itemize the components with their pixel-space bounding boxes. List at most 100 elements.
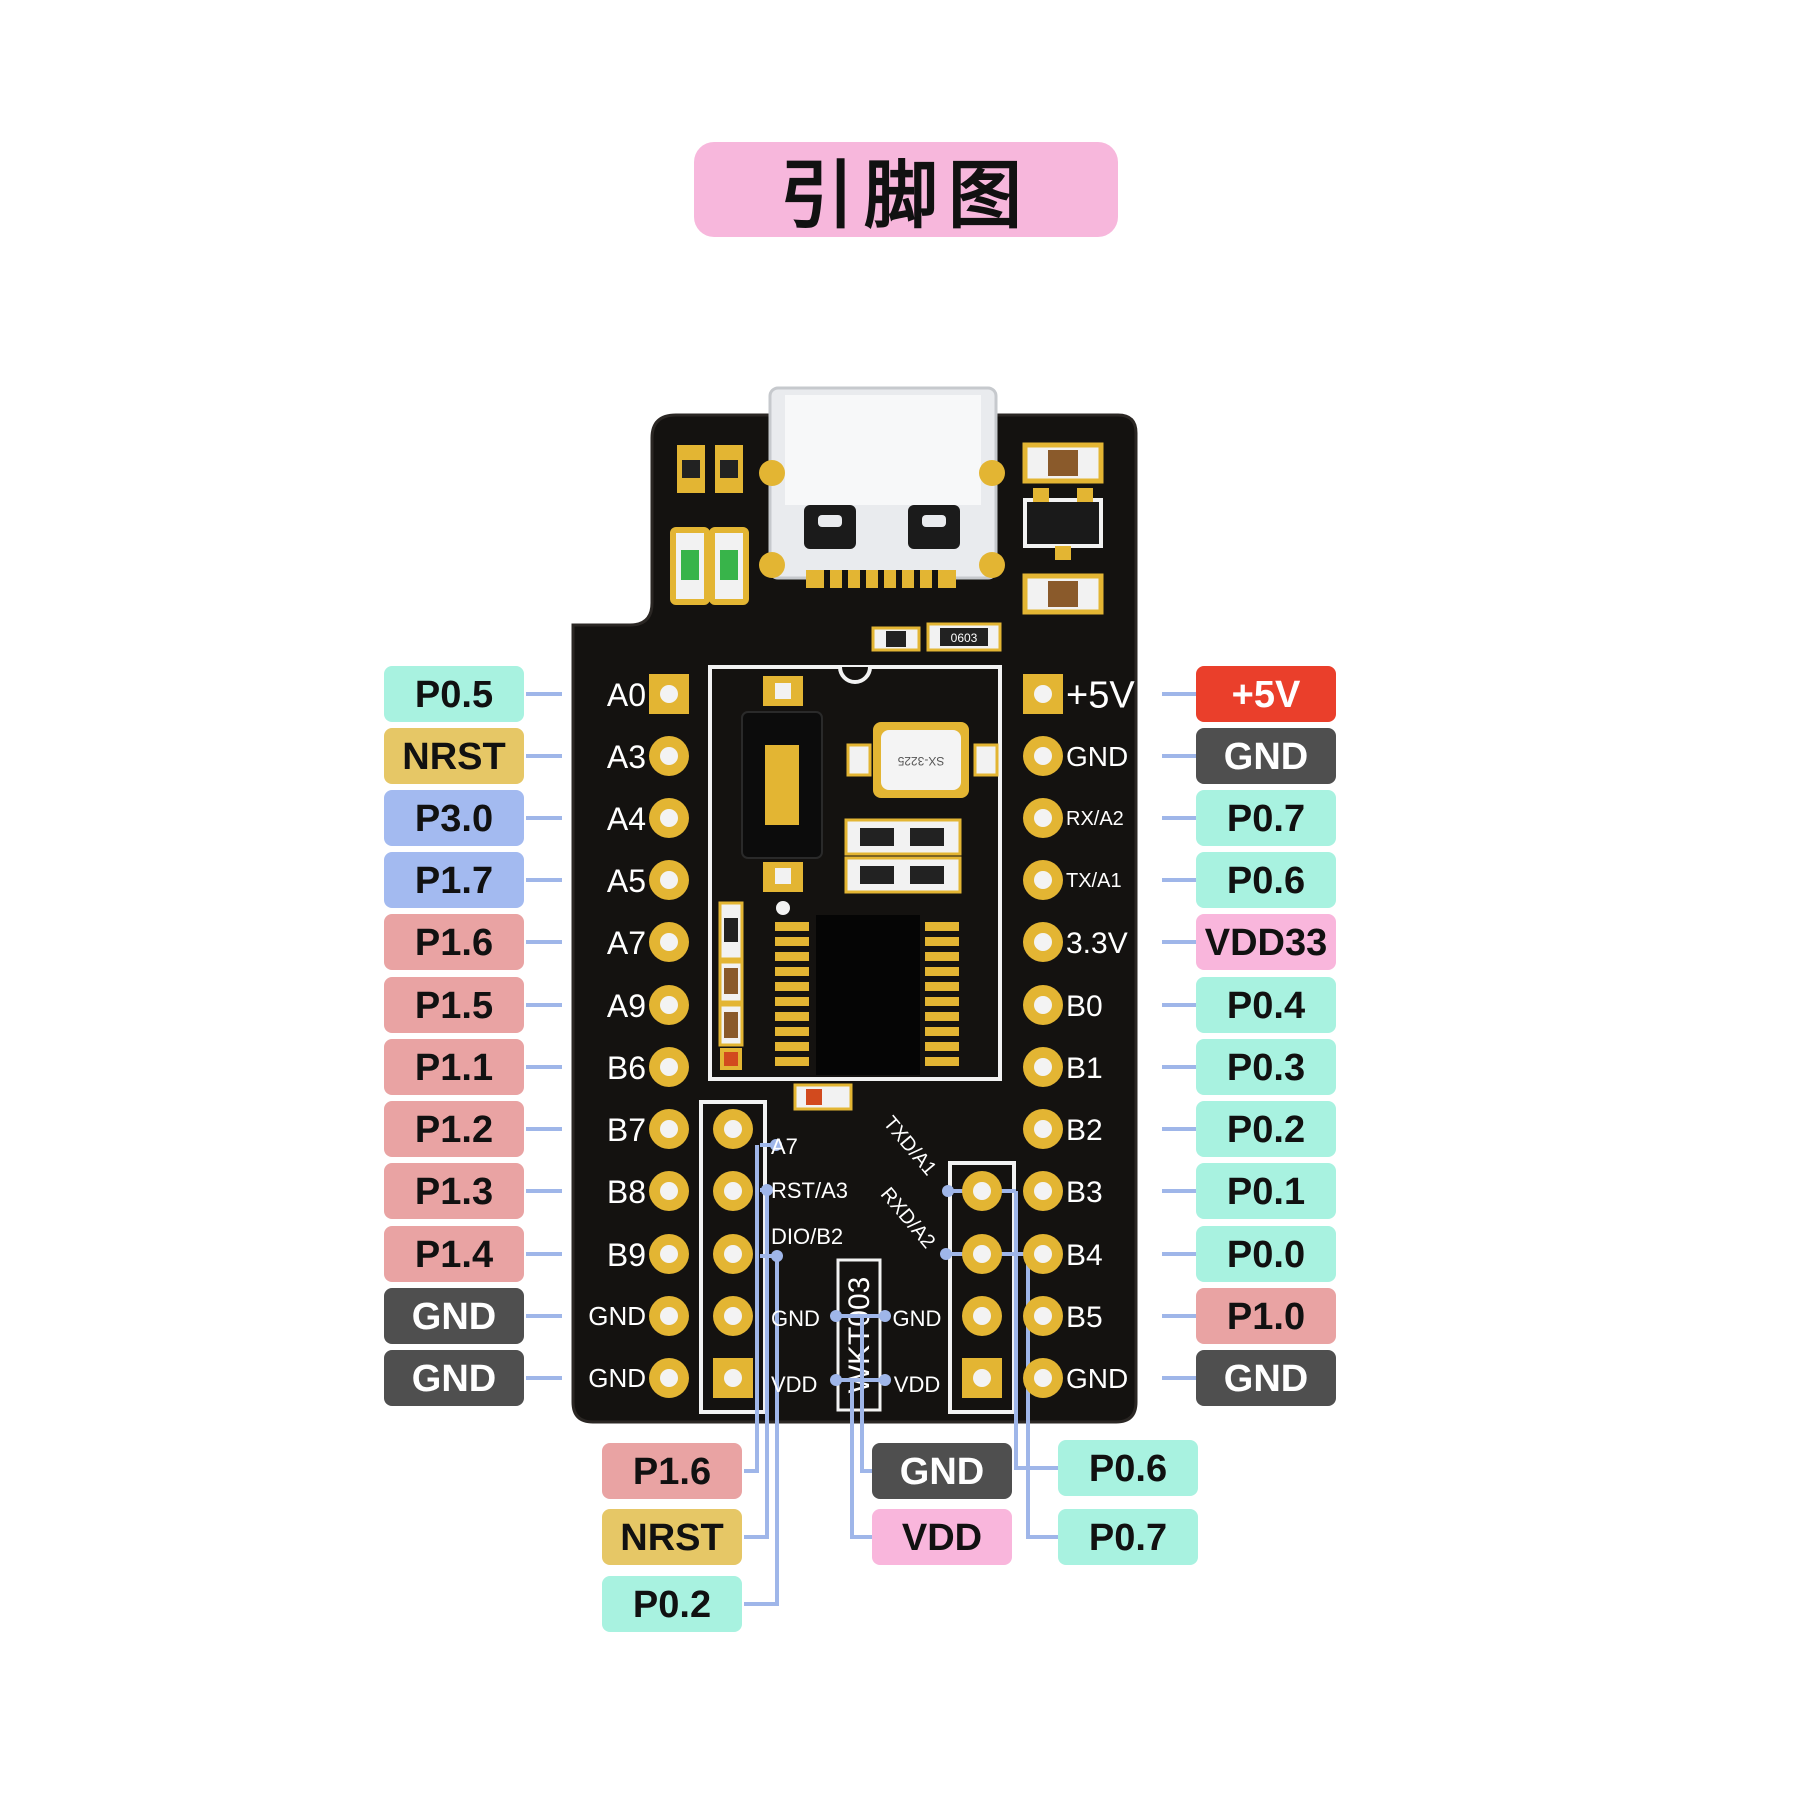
callout-gnd [860,1316,872,1473]
left-board-label-5: A9 [607,988,646,1024]
bottom-tag-3: GND [872,1443,1012,1499]
bottom-tag-2-bg [602,1576,742,1632]
left-board-label-2: A4 [607,801,646,837]
right-pin-9-hole [1034,1245,1052,1263]
left-tag-11: GND [384,1350,524,1406]
inner-right-pin-3-hole [973,1369,991,1387]
right-tag-2-bg [1196,790,1336,846]
right-tag-1-text: GND [1224,736,1308,778]
left-tag-9-bg [384,1226,524,1282]
right-board-label-0: +5V [1066,675,1135,717]
left-tag-1-text: NRST [402,736,505,778]
left-board-label-9: B9 [607,1237,646,1273]
callout-p16 [744,1145,759,1473]
bottom-tag-5: P0.6 [1058,1440,1198,1496]
right-tag-1-bg [1196,728,1336,784]
left-pin-2-hole [660,809,678,827]
left-tag-7-text: P1.2 [415,1109,493,1151]
top-left-resistors [677,445,743,493]
left-tag-9-text: P1.4 [415,1234,493,1276]
right-tag-5-bg [1196,977,1336,1033]
left-tag-5: P1.5 [384,977,524,1033]
inner-left-pin-1-hole [724,1182,742,1200]
bottom-tag-6-bg [1058,1509,1198,1565]
left-board-label-11: GND [588,1363,646,1393]
left-tag-2-text: P3.0 [415,798,493,840]
node-gnd [830,1310,842,1322]
left-tag-10-text: GND [412,1296,496,1338]
right-pin-0-hole [1034,685,1052,703]
left-pin-5-hole [660,996,678,1014]
bottom-tag-4: VDD [872,1509,1012,1565]
left-pin-6-hole [660,1058,678,1076]
left-tag-2-bg [384,790,524,846]
bottom-tag-5-bg [1058,1440,1198,1496]
bottom-tag-1: NRST [602,1509,742,1565]
bottom-tag-6-text: P0.7 [1089,1517,1167,1559]
right-tag-1: GND [1196,728,1336,784]
right-tag-6-bg [1196,1039,1336,1095]
inner-left-label-1: RST/A3 [771,1178,848,1203]
inner-left-pin-3-hole [724,1307,742,1325]
right-tag-9-text: P0.0 [1227,1234,1305,1276]
left-tag-1-bg [384,728,524,784]
voltage-regulator [1022,442,1104,615]
left-tag-0-text: P0.5 [415,674,493,716]
left-tag-11-bg [384,1350,524,1406]
usb-c-connector [768,386,998,588]
right-tag-5-text: P0.4 [1227,985,1305,1027]
left-tag-4-bg [384,914,524,970]
right-board-label-6: B1 [1066,1052,1103,1085]
resistor-marking: 0603 [951,631,978,645]
inner-right-pin-1-hole [973,1245,991,1263]
bottom-tag-6: P0.7 [1058,1509,1198,1565]
left-tag-4-text: P1.6 [415,922,493,964]
bottom-resistor [793,1083,853,1111]
inner-right-label-3: VDD [894,1372,940,1397]
resistor-array [844,818,962,894]
left-tag-5-bg [384,977,524,1033]
node-vdd2 [879,1374,891,1386]
left-tag-8-bg [384,1163,524,1219]
left-capacitors [718,901,744,1070]
wkt003-module: WKT003 [836,1258,882,1412]
bottom-tag-2: P0.2 [602,1576,742,1632]
node-txd [942,1185,954,1197]
left-pin-7-hole [660,1120,678,1138]
right-tag-8-text: P0.1 [1227,1171,1305,1213]
inner-right-label-2: GND [893,1306,942,1331]
inner-left-label-4: VDD [771,1372,817,1397]
callout-p07 [1026,1254,1058,1539]
inner-left-pin-4-hole [724,1369,742,1387]
right-tag-9-bg [1196,1226,1336,1282]
callout-p06 [1014,1191,1058,1470]
inner-left-label-3: GND [771,1306,820,1331]
left-tag-3-bg [384,852,524,908]
right-tag-11: GND [1196,1350,1336,1406]
left-pin-4-hole [660,933,678,951]
left-tag-3: P1.7 [384,852,524,908]
bottom-tag-1-text: NRST [620,1517,723,1559]
left-board-label-4: A7 [607,925,646,961]
callout-p02 [744,1256,779,1606]
inner-left-pin-2-hole [724,1245,742,1263]
right-board-label-1: GND [1066,741,1128,772]
right-tag-6-text: P0.3 [1227,1047,1305,1089]
inner-left-pin-0-hole [724,1120,742,1138]
left-board-label-3: A5 [607,863,646,899]
left-board-label-7: B7 [607,1112,646,1148]
right-tag-3-bg [1196,852,1336,908]
left-tag-0: P0.5 [384,666,524,722]
bottom-tag-5-text: P0.6 [1089,1448,1167,1490]
right-tag-0: +5V [1196,666,1336,722]
callout-nrst [744,1190,769,1539]
left-board-label-6: B6 [607,1050,646,1086]
right-tag-6: P0.3 [1196,1039,1336,1095]
reset-button [741,676,823,892]
right-pin-4-hole [1034,933,1052,951]
right-tag-3-text: P0.6 [1227,860,1305,902]
right-tag-4-bg [1196,914,1336,970]
right-tag-7: P0.2 [1196,1101,1336,1157]
right-pin-10-hole [1034,1307,1052,1325]
